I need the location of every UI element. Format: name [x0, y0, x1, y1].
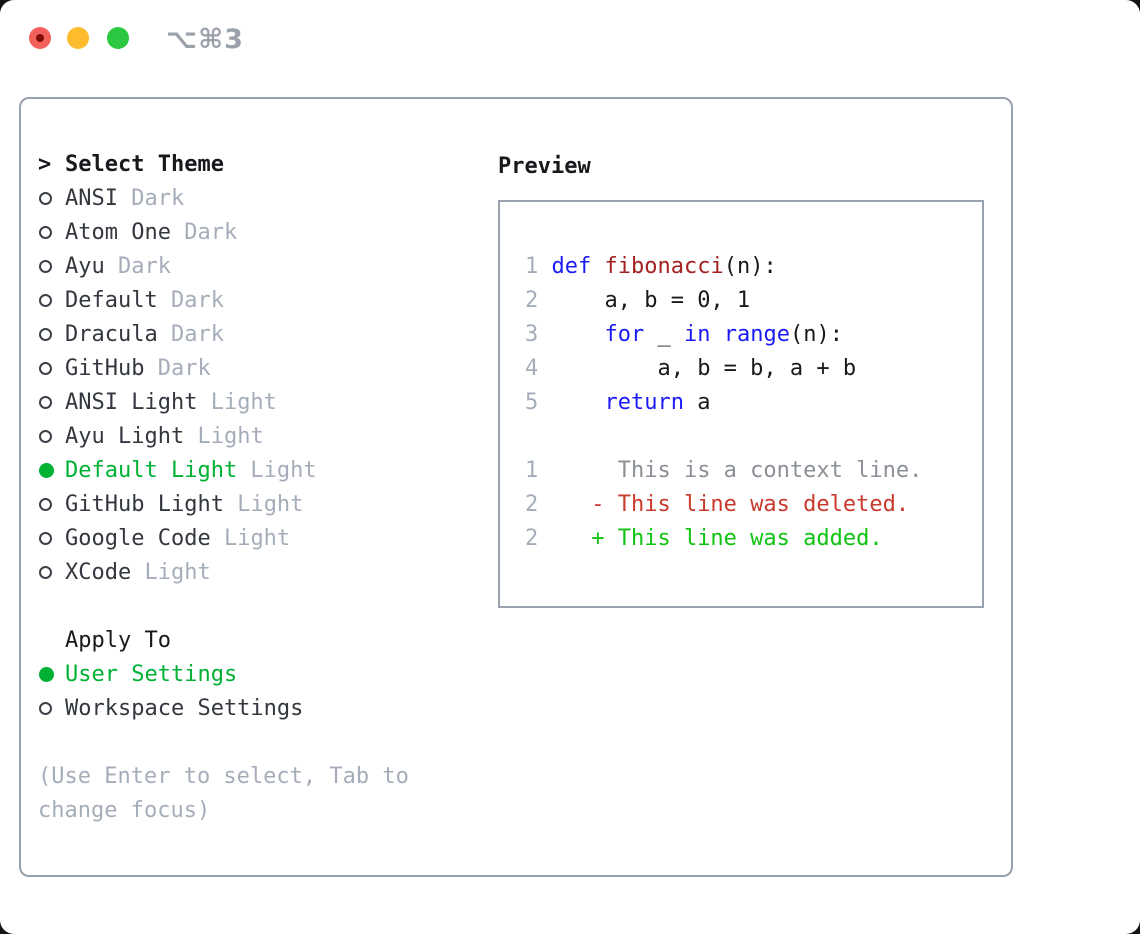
select-theme-title: Select Theme: [65, 152, 224, 177]
theme-option[interactable]: Ayu Light Light: [38, 420, 409, 454]
radio-icon: [39, 226, 52, 239]
help-text: (Use Enter to select, Tab to change focu…: [38, 760, 409, 828]
apply-to-title: Apply To: [65, 628, 171, 653]
radio-icon: [39, 294, 52, 307]
preview-line: 4 a, b = b, a + b: [525, 356, 857, 381]
diff-preview: 1 This is a context line. 2 - This line …: [525, 454, 982, 556]
line-number: 2: [525, 526, 539, 551]
apply-to-option[interactable]: User Settings: [38, 658, 409, 692]
line-number: 3: [525, 322, 539, 347]
preview-line: 2 - This line was deleted.: [525, 492, 910, 517]
apply-to-option[interactable]: Workspace Settings: [38, 692, 409, 726]
radio-icon: [39, 362, 52, 375]
theme-list: ANSI Dark Atom One Dark Ayu Dark Default…: [38, 182, 409, 590]
preview-line: 3 for _ in range(n):: [525, 322, 843, 347]
close-button[interactable]: [29, 27, 51, 49]
titlebar: ⌥⌘3: [0, 0, 1140, 76]
theme-option[interactable]: Default Dark: [38, 284, 409, 318]
radio-icon: [39, 328, 52, 341]
theme-option[interactable]: GitHub Light Light: [38, 488, 409, 522]
theme-option[interactable]: GitHub Dark: [38, 352, 409, 386]
theme-option[interactable]: ANSI Dark: [38, 182, 409, 216]
minimize-button[interactable]: [67, 27, 89, 49]
theme-option[interactable]: Dracula Dark: [38, 318, 409, 352]
radio-icon: [39, 260, 52, 273]
theme-option[interactable]: Ayu Dark: [38, 250, 409, 284]
apply-to-section: Apply To User Settings Workspace Setting…: [38, 624, 409, 726]
keyboard-shortcut-label: ⌥⌘3: [166, 24, 244, 55]
line-number: 2: [525, 288, 539, 313]
prompt-caret: >: [38, 152, 52, 177]
radio-icon: [39, 702, 52, 715]
line-number: 5: [525, 390, 539, 415]
radio-icon: [39, 532, 52, 545]
radio-icon: [39, 667, 54, 682]
theme-option[interactable]: Google Code Light: [38, 522, 409, 556]
radio-icon: [39, 430, 52, 443]
apply-to-options: User Settings Workspace Settings: [38, 658, 409, 726]
preview-title: Preview: [498, 154, 591, 179]
preview-line: 1 This is a context line.: [525, 458, 923, 483]
radio-icon: [39, 396, 52, 409]
preview-line: 2 a, b = 0, 1: [525, 288, 751, 313]
line-number: 1: [525, 254, 539, 279]
line-number: 2: [525, 492, 539, 517]
help-line-2: change focus): [38, 798, 211, 823]
maximize-button[interactable]: [107, 27, 129, 49]
radio-icon: [39, 498, 52, 511]
radio-icon: [39, 192, 52, 205]
preview-line: 5 return a: [525, 390, 711, 415]
radio-icon: [39, 463, 54, 478]
line-number: 1: [525, 458, 539, 483]
theme-option[interactable]: Default Light Light: [38, 454, 409, 488]
radio-icon: [39, 566, 52, 579]
record-dot-icon: [36, 34, 44, 42]
theme-picker-panel: > Select Theme ANSI Dark Atom One Dark Ay…: [19, 97, 1013, 877]
select-theme-header: > Select Theme: [38, 148, 409, 182]
apply-to-header: Apply To: [38, 624, 409, 658]
theme-option[interactable]: ANSI Light Light: [38, 386, 409, 420]
help-line-1: (Use Enter to select, Tab to: [38, 764, 409, 789]
theme-option[interactable]: Atom One Dark: [38, 216, 409, 250]
preview-line: 1 def fibonacci(n):: [525, 254, 777, 279]
preview-line: 2 + This line was added.: [525, 526, 883, 551]
line-number: 4: [525, 356, 539, 381]
preview-box: 1 def fibonacci(n): 2 a, b = 0, 1 3 for …: [498, 200, 984, 608]
code-preview: 1 def fibonacci(n): 2 a, b = 0, 1 3 for …: [525, 250, 982, 420]
theme-option[interactable]: XCode Light: [38, 556, 409, 590]
theme-picker-left-column: > Select Theme ANSI Dark Atom One Dark Ay…: [38, 148, 409, 828]
